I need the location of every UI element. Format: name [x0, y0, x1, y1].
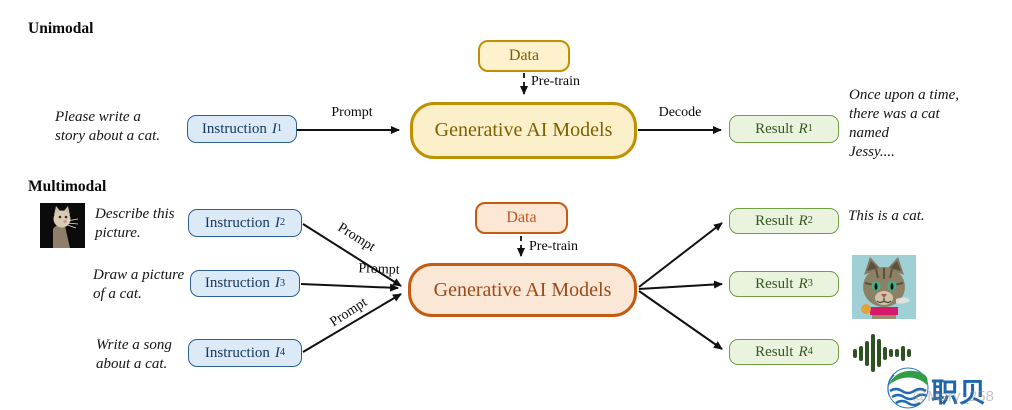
watermark-brand-text: 职贝云数 [931, 378, 987, 408]
prompt-label-4: Prompt [327, 295, 371, 331]
arrow-result-4 [638, 290, 723, 350]
cat-image-icon [852, 255, 916, 319]
prompt-label-3: Prompt [358, 261, 400, 278]
watermark-user-text: @Mary_258 [912, 388, 994, 405]
multimodal-input-text-1: Describe this picture. [95, 206, 175, 241]
data-box-unimodal: Data [478, 40, 570, 72]
multimodal-input-text-2: Draw a picture of a cat. [93, 267, 185, 302]
generative-ai-models-box-unimodal: Generative AI Models [410, 102, 637, 159]
prompt-label-2: Prompt [334, 220, 378, 255]
watermark-logo-icon [884, 366, 932, 410]
unimodal-output-text: Once upon a time, there was a cat named … [849, 87, 959, 160]
unimodal-input-text: Please write a story about a cat. [55, 109, 160, 144]
arrow-prompt-3 [300, 283, 399, 292]
section-heading-unimodal: Unimodal [28, 20, 94, 37]
prompt-label-1: Prompt [331, 105, 373, 120]
multimodal-input-text-3: Write a song about a cat. [96, 337, 172, 372]
multimodal-output-text-1: This is a cat. [848, 208, 925, 224]
result-1-label: Result [755, 120, 794, 137]
generative-ai-models-box-multimodal: Generative AI Models [408, 263, 637, 317]
arrow-result-2 [638, 222, 723, 288]
instruction-1-label: Instruction [201, 120, 267, 137]
arrow-result-3 [638, 280, 723, 290]
decode-label: Decode [658, 105, 702, 120]
section-heading-multimodal: Multimodal [28, 178, 107, 195]
cat-photo-icon [40, 203, 85, 248]
audio-waveform-icon [853, 333, 911, 373]
data-box-multimodal: Data [475, 202, 568, 234]
pretrain-label-1: Pre-train [531, 74, 580, 89]
pretrain-label-2: Pre-train [529, 239, 578, 254]
